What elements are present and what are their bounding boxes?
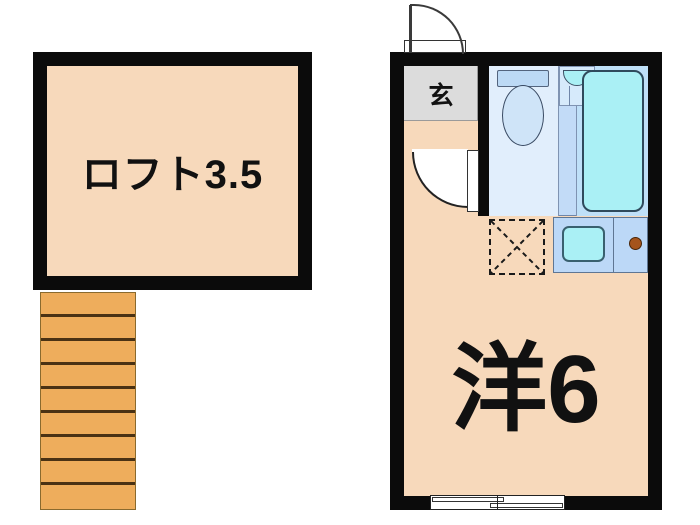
stair-step xyxy=(41,413,135,437)
stair-step xyxy=(41,317,135,341)
stair-step xyxy=(41,389,135,413)
stair-step xyxy=(41,293,135,317)
genkan-label: 玄 xyxy=(428,81,454,110)
loft-room xyxy=(33,52,312,290)
burner-icon xyxy=(629,237,642,250)
washing-machine-space xyxy=(489,219,545,275)
genkan-partition-wall xyxy=(478,66,489,216)
window-mullion xyxy=(497,495,498,510)
stair-step xyxy=(41,485,135,509)
loft-room-label: ロフト3.5 xyxy=(81,153,264,197)
stair-step xyxy=(41,341,135,365)
main-room-label: 洋6 xyxy=(451,335,601,443)
staircase xyxy=(40,292,136,510)
interior-door-leaf-icon xyxy=(467,150,479,212)
entry-door-leaf-icon xyxy=(409,5,412,53)
stair-step xyxy=(41,461,135,485)
stair-step xyxy=(41,437,135,461)
genkan-tile-area xyxy=(404,66,478,121)
window-pane-right xyxy=(490,503,563,508)
interior-door-head xyxy=(412,149,468,152)
bathtub-icon xyxy=(582,70,644,212)
kitchen-counter-divider xyxy=(613,217,614,273)
entry-door-swing-arc-icon xyxy=(410,4,464,54)
window-pane-left xyxy=(432,497,504,502)
stair-step xyxy=(41,365,135,389)
toilet-icon xyxy=(502,85,544,146)
sink-icon xyxy=(562,226,605,262)
